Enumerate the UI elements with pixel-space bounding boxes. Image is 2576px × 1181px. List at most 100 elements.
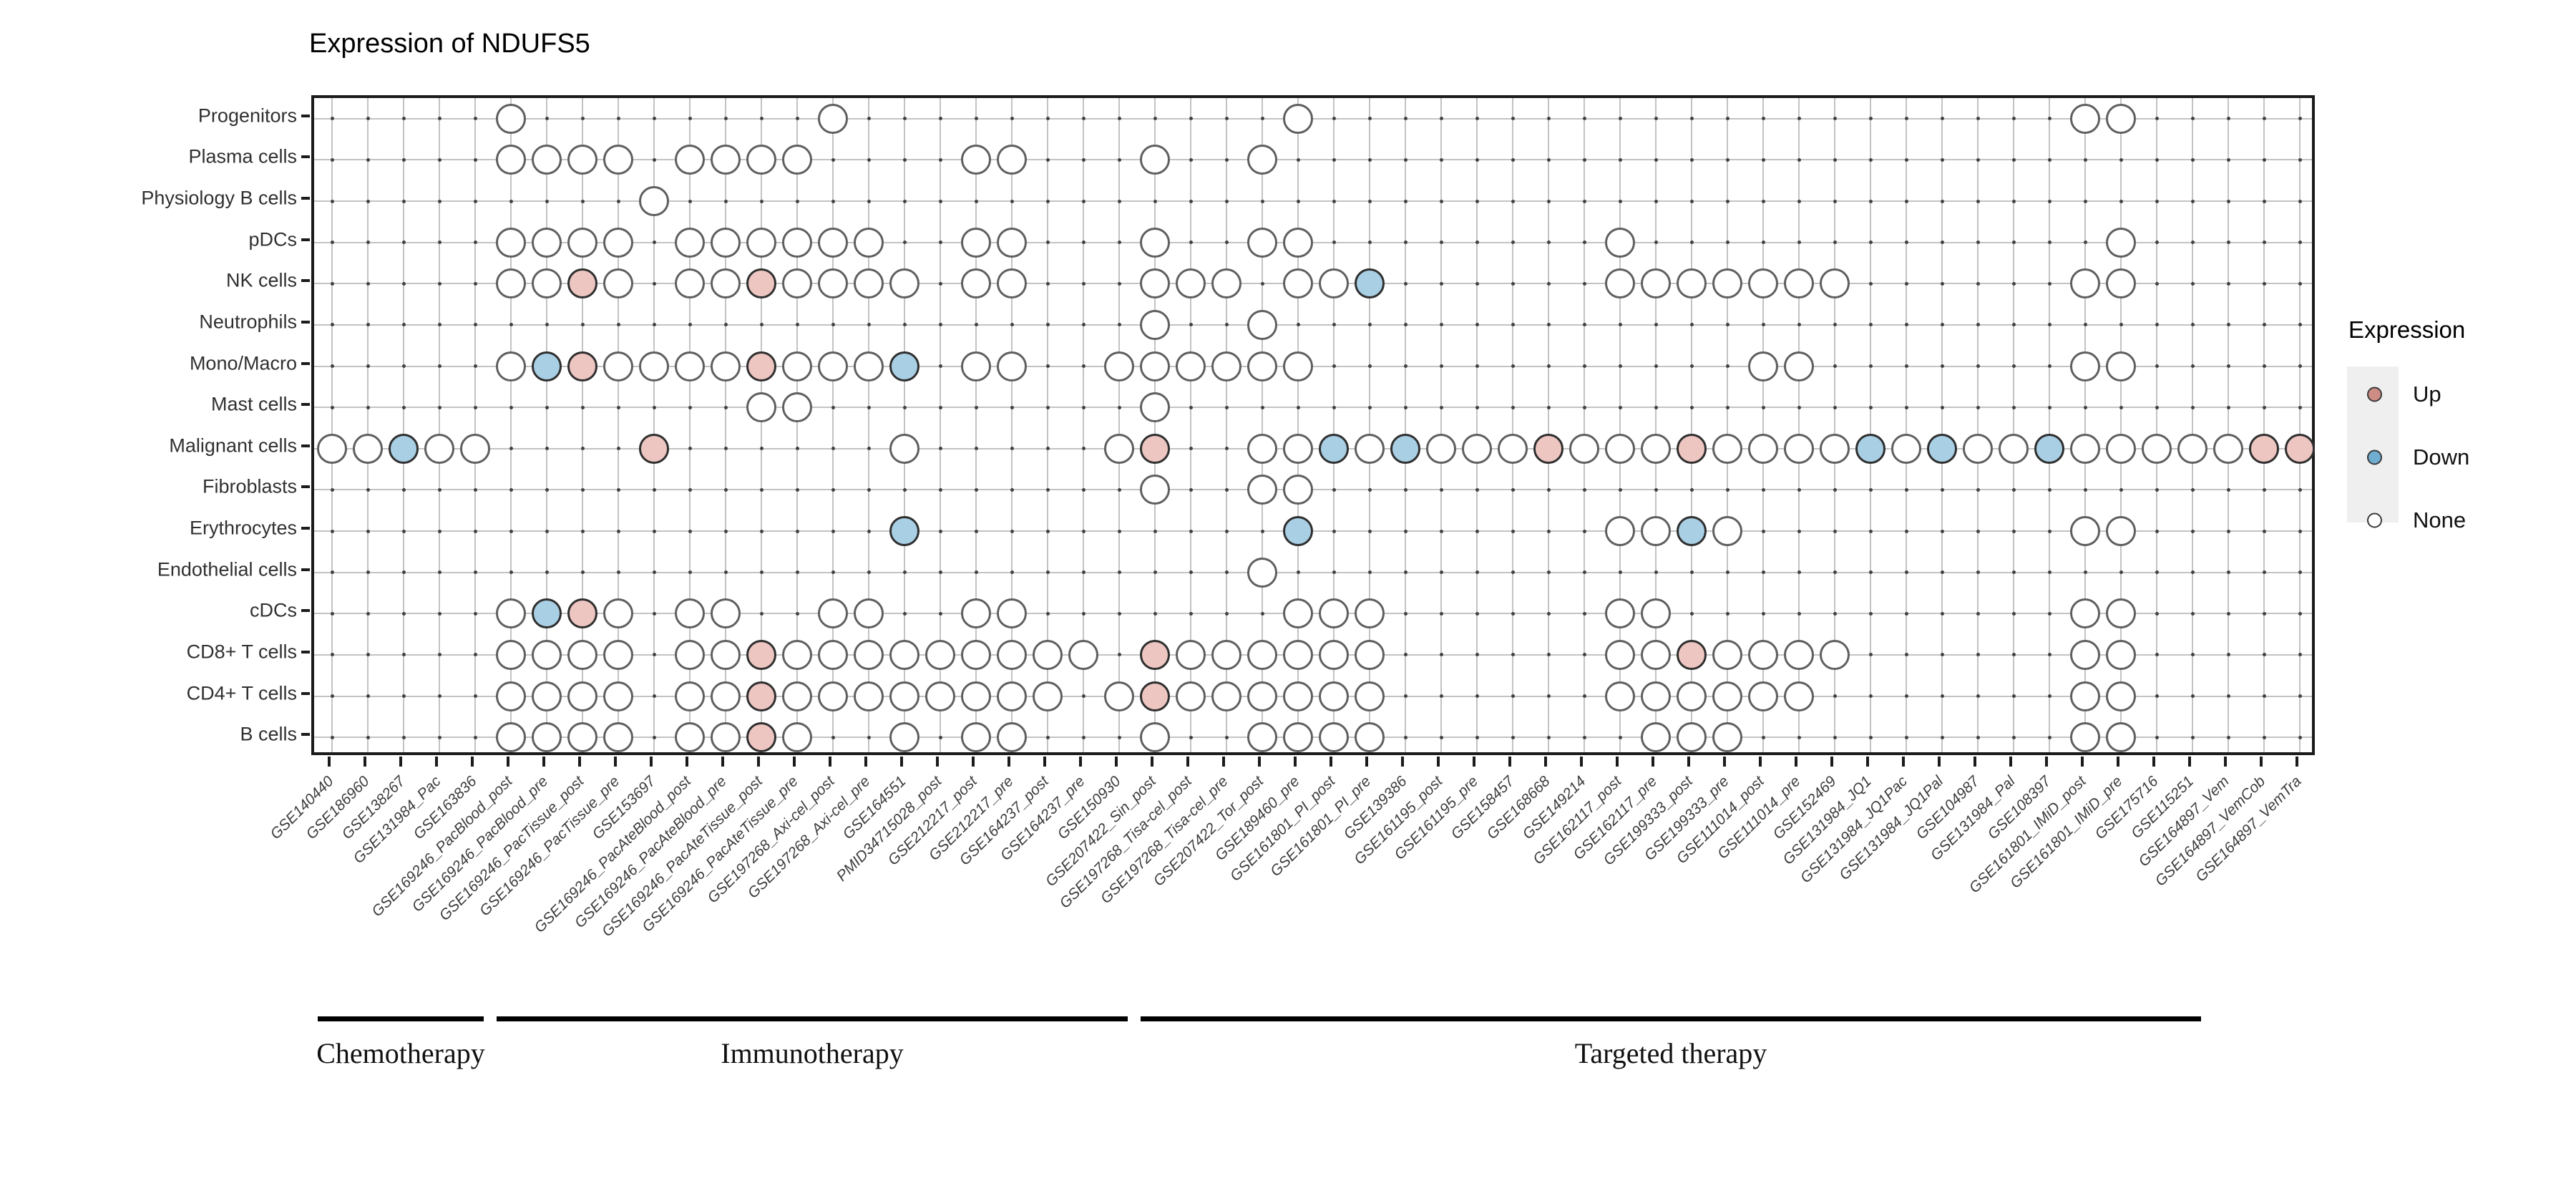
- expression-dot-none: [854, 598, 884, 629]
- expression-dot-none: [567, 227, 597, 258]
- expression-dot-none: [1748, 433, 1778, 464]
- grid-intersection-dot: [1403, 281, 1407, 286]
- x-axis-tick: [972, 757, 975, 767]
- grid-intersection-dot: [1332, 199, 1336, 203]
- grid-intersection-dot: [1439, 529, 1443, 533]
- grid-intersection-dot: [2011, 364, 2016, 369]
- x-axis-tick: [1723, 757, 1726, 767]
- grid-intersection-dot: [1224, 735, 1229, 739]
- grid-intersection-dot: [867, 323, 871, 327]
- x-axis-tick: [1866, 757, 1869, 767]
- x-axis-tick: [1186, 757, 1189, 767]
- grid-intersection-dot: [1439, 570, 1443, 575]
- grid-vline: [940, 98, 941, 752]
- grid-intersection-dot: [1511, 405, 1515, 409]
- grid-intersection-dot: [1117, 157, 1121, 162]
- grid-intersection-dot: [2155, 199, 2159, 203]
- expression-dot-up: [1140, 433, 1170, 464]
- grid-intersection-dot: [1689, 199, 1694, 203]
- grid-intersection-dot: [759, 199, 763, 203]
- grid-vline: [1906, 98, 1907, 752]
- expression-dot-none: [675, 227, 705, 258]
- grid-intersection-dot: [938, 117, 942, 121]
- grid-vline: [2192, 98, 2193, 752]
- grid-intersection-dot: [2190, 323, 2195, 327]
- expression-dot-none: [1712, 268, 1742, 299]
- grid-intersection-dot: [330, 240, 334, 245]
- expression-dot-none: [567, 639, 597, 670]
- grid-intersection-dot: [938, 447, 942, 451]
- grid-intersection-dot: [1904, 487, 1908, 492]
- grid-intersection-dot: [1546, 487, 1551, 492]
- expression-dot-none: [1319, 722, 1349, 753]
- grid-intersection-dot: [2011, 199, 2016, 203]
- grid-intersection-dot: [1761, 529, 1765, 533]
- grid-intersection-dot: [1833, 323, 1837, 327]
- expression-dot-none: [1605, 433, 1635, 464]
- grid-intersection-dot: [1976, 735, 1980, 739]
- grid-intersection-dot: [795, 487, 799, 492]
- grid-intersection-dot: [437, 570, 441, 575]
- grid-vline: [1333, 98, 1335, 752]
- expression-dot-none: [1605, 681, 1635, 711]
- grid-intersection-dot: [1260, 529, 1264, 533]
- grid-vline: [1798, 98, 1800, 752]
- grid-intersection-dot: [1189, 487, 1193, 492]
- grid-intersection-dot: [1904, 653, 1908, 657]
- grid-intersection-dot: [1081, 157, 1085, 162]
- grid-intersection-dot: [330, 653, 334, 657]
- grid-intersection-dot: [723, 117, 728, 121]
- expression-dot-none: [1748, 268, 1778, 299]
- expression-dot-none: [711, 351, 741, 381]
- x-axis-tick: [650, 757, 653, 767]
- grid-intersection-dot: [437, 157, 441, 162]
- grid-intersection-dot: [401, 529, 406, 533]
- grid-intersection-dot: [1976, 653, 1980, 657]
- grid-intersection-dot: [545, 117, 549, 121]
- therapy-group-line: [497, 1016, 1128, 1021]
- grid-intersection-dot: [366, 405, 370, 409]
- grid-intersection-dot: [2298, 199, 2302, 203]
- expression-dot-up: [746, 681, 776, 711]
- expression-dot-none: [1784, 351, 1814, 381]
- expression-dot-none: [1677, 722, 1707, 753]
- grid-intersection-dot: [938, 487, 942, 492]
- grid-intersection-dot: [1868, 117, 1873, 121]
- grid-hline: [314, 159, 2312, 161]
- grid-intersection-dot: [545, 447, 549, 451]
- expression-dot-none: [675, 681, 705, 711]
- grid-intersection-dot: [974, 529, 978, 533]
- y-axis-label: Malignant cells: [169, 434, 297, 457]
- expression-dot-up: [746, 639, 776, 670]
- grid-intersection-dot: [330, 529, 334, 533]
- grid-intersection-dot: [938, 157, 942, 162]
- grid-intersection-dot: [1224, 405, 1229, 409]
- grid-intersection-dot: [723, 570, 728, 575]
- grid-intersection-dot: [1403, 529, 1407, 533]
- x-axis-tick: [1974, 757, 1976, 767]
- grid-intersection-dot: [2155, 487, 2159, 492]
- grid-vline: [546, 98, 547, 752]
- grid-intersection-dot: [1904, 157, 1908, 162]
- grid-intersection-dot: [2047, 281, 2051, 286]
- grid-intersection-dot: [1045, 735, 1050, 739]
- grid-intersection-dot: [1833, 487, 1837, 492]
- grid-intersection-dot: [1833, 157, 1837, 162]
- grid-intersection-dot: [1582, 694, 1586, 699]
- grid-intersection-dot: [2190, 240, 2195, 245]
- grid-intersection-dot: [1403, 364, 1407, 369]
- grid-intersection-dot: [401, 240, 406, 245]
- grid-vline: [1941, 98, 1943, 752]
- y-axis-tick: [301, 279, 310, 283]
- grid-intersection-dot: [938, 405, 942, 409]
- x-axis-tick: [2009, 757, 2012, 767]
- grid-intersection-dot: [1546, 364, 1551, 369]
- grid-intersection-dot: [1475, 157, 1479, 162]
- y-axis-label: Endothelial cells: [157, 558, 297, 580]
- grid-intersection-dot: [1654, 487, 1658, 492]
- grid-intersection-dot: [1689, 405, 1694, 409]
- expression-dot-none: [1104, 351, 1134, 381]
- y-axis-label: CD4+ T cells: [186, 682, 297, 704]
- grid-intersection-dot: [652, 240, 656, 245]
- grid-intersection-dot: [330, 157, 334, 162]
